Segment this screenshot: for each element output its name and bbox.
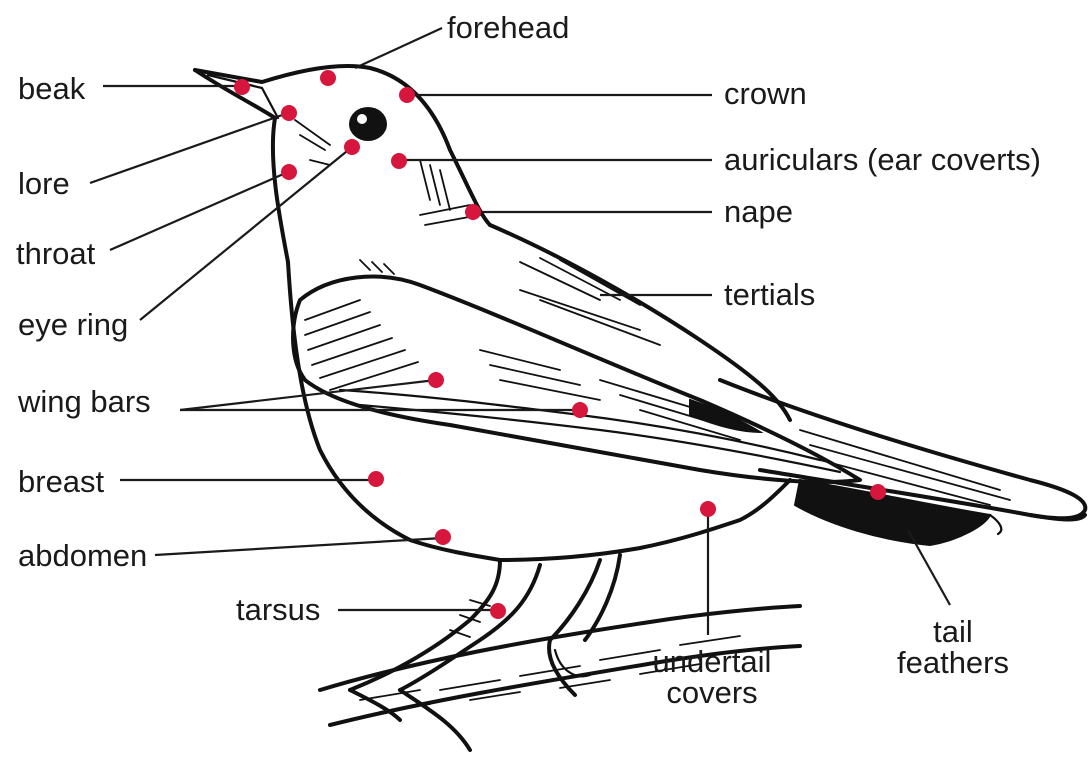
point-tarsus — [490, 603, 506, 619]
label-crown: crown — [724, 76, 807, 111]
labels: forehead beak crown auriculars (ear cove… — [16, 10, 1041, 710]
label-tarsus: tarsus — [236, 592, 320, 627]
label-breast: breast — [18, 464, 105, 499]
point-crown — [399, 87, 415, 103]
point-throat — [281, 164, 297, 180]
point-forehead — [320, 70, 336, 86]
label-throat: throat — [16, 236, 96, 271]
point-lore — [281, 105, 297, 121]
label-tail-feathers-2: feathers — [897, 645, 1009, 680]
point-abdomen — [435, 529, 451, 545]
label-tertials: tertials — [724, 277, 815, 312]
label-lore: lore — [18, 166, 70, 201]
label-wing-bars: wing bars — [17, 384, 151, 419]
label-auriculars: auriculars (ear coverts) — [724, 142, 1041, 177]
leader-throat — [110, 172, 288, 250]
leader-forehead — [355, 28, 442, 68]
label-nape: nape — [724, 194, 793, 229]
point-breast — [368, 471, 384, 487]
label-undertail-covers-1: undertail — [653, 644, 772, 679]
label-tail-feathers-1: tail — [933, 614, 973, 649]
head-details — [295, 107, 480, 274]
leader-lore — [90, 113, 288, 183]
label-eye-ring: eye ring — [18, 307, 128, 342]
point-beak — [234, 79, 250, 95]
label-undertail-covers-2: covers — [666, 675, 757, 710]
point-auriculars — [391, 153, 407, 169]
leader-eye-ring — [140, 147, 352, 320]
point-wing-bar-upper — [428, 372, 444, 388]
legs — [350, 555, 620, 750]
label-beak: beak — [18, 71, 86, 106]
point-eye-ring — [344, 139, 360, 155]
leader-abdomen — [155, 538, 443, 555]
point-wing-bar-lower — [572, 402, 588, 418]
label-forehead: forehead — [447, 10, 569, 45]
point-nape — [465, 204, 481, 220]
point-undertail-covers — [700, 501, 716, 517]
label-abdomen: abdomen — [18, 538, 147, 573]
tail — [720, 380, 1085, 545]
point-tail-feathers — [870, 484, 886, 500]
leader-lines — [90, 28, 950, 635]
